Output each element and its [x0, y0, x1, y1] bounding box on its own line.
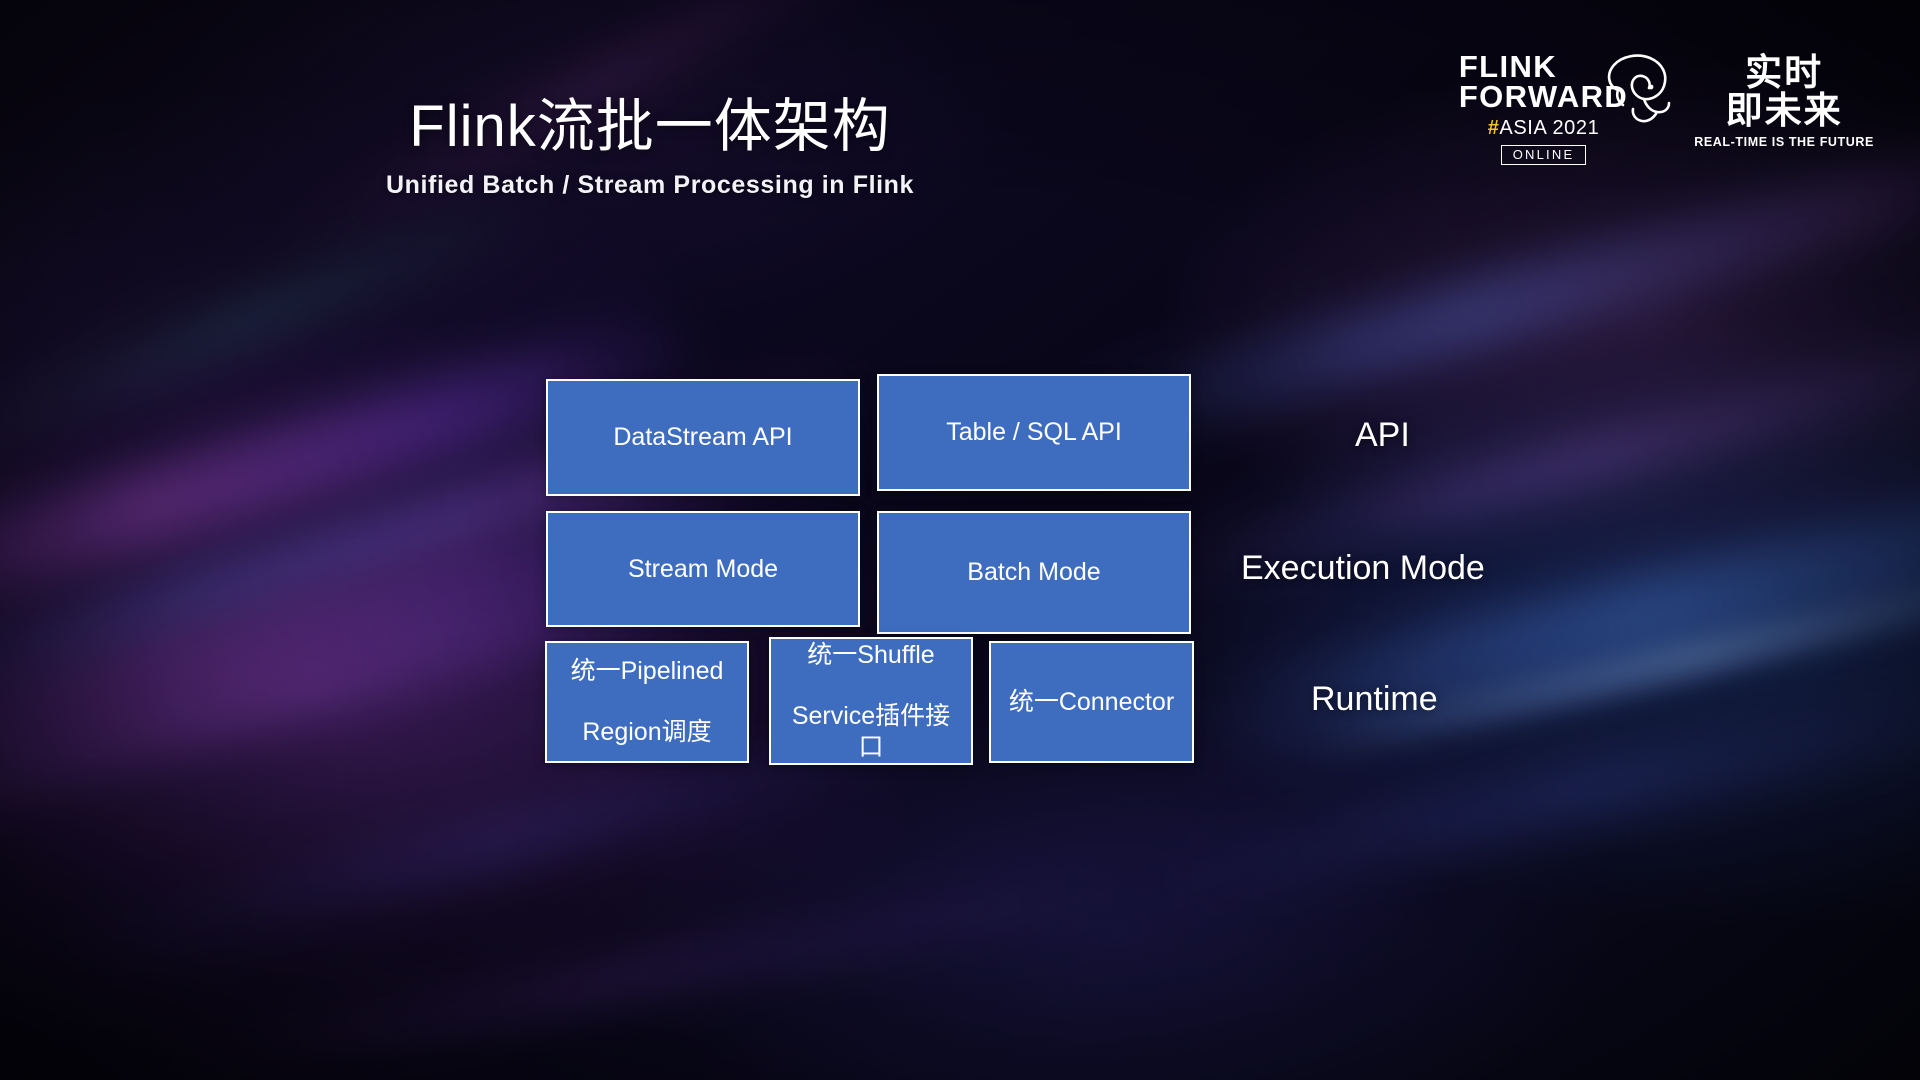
realtime-logo: 实时 即未来 REAL-TIME IS THE FUTURE — [1694, 52, 1874, 150]
box-label-line1: 统一Shuffle — [807, 641, 935, 669]
logo-chinese-line2: 即未来 — [1725, 89, 1843, 131]
logo-line-forward: FORWARD — [1458, 79, 1629, 115]
box-label-line2: Service插件接口 — [791, 702, 951, 761]
layer-label-api: API — [1355, 416, 1410, 454]
box-label-line1: 统一Pipelined — [570, 657, 724, 686]
diagram-box-stream-mode[interactable]: Stream Mode — [546, 511, 860, 627]
box-label-line2: Region调度 — [582, 718, 712, 747]
box-label: 统一Connector — [1008, 687, 1175, 716]
box-label: DataStream API — [613, 423, 793, 452]
box-label: Stream Mode — [627, 554, 779, 583]
squirrel-icon — [1608, 54, 1671, 123]
page-title: Flink流批一体架构 — [409, 94, 891, 159]
diagram-box-batch-mode[interactable]: Batch Mode — [877, 511, 1191, 634]
logo-line-flink: FLINK — [1458, 49, 1558, 84]
page-subtitle: Unified Batch / Stream Processing in Fli… — [385, 170, 915, 199]
logo-chinese-line1: 实时 — [1745, 52, 1824, 93]
layer-label-runtime: Runtime — [1311, 680, 1438, 718]
diagram-box-datastream-api[interactable]: DataStream API — [546, 379, 860, 496]
diagram-box-table-sql-api[interactable]: Table / SQL API — [877, 374, 1191, 491]
logo-asia-text: ASIA 2021 — [1499, 117, 1600, 140]
diagram-box-unified-connector[interactable]: 统一Connector — [989, 641, 1194, 763]
logo-online-badge: ONLINE — [1500, 145, 1587, 166]
logo-tagline: REAL-TIME IS THE FUTURE — [1694, 135, 1874, 150]
box-label: Table / SQL API — [946, 418, 1122, 447]
logo-asia-year: #ASIA 2021 — [1488, 117, 1600, 140]
flink-forward-logo: FLINK FORWARD #ASIA 2021 ONLINE — [1458, 49, 1674, 166]
title-block: Flink流批一体架构 Unified Batch / Stream Proce… — [0, 94, 1300, 200]
event-logo: FLINK FORWARD #ASIA 2021 ONLINE 实时 即未来 R… — [1458, 49, 1874, 166]
layer-label-execution-mode: Execution Mode — [1241, 549, 1485, 587]
box-label: Batch Mode — [967, 558, 1101, 587]
hash-symbol: # — [1487, 117, 1500, 140]
